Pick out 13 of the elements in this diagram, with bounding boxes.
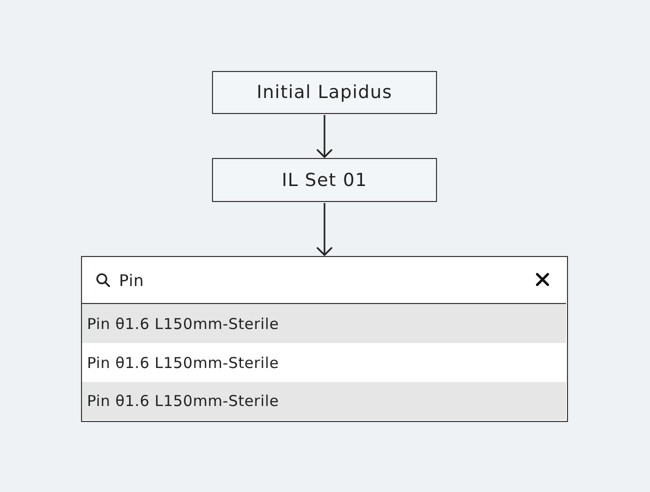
dropdown-panel <box>81 256 568 422</box>
arrow <box>316 203 332 256</box>
item-text: Pin θ1.6 L150mm-Sterile <box>87 392 279 410</box>
node-label: IL Set 01 <box>282 170 368 190</box>
process-box <box>212 158 437 202</box>
arrow <box>316 115 332 158</box>
result-row <box>82 304 566 343</box>
search-query: Pin <box>119 270 144 290</box>
result-row <box>82 382 566 420</box>
node-label: Initial Lapidus <box>256 82 392 103</box>
process-box <box>212 71 437 114</box>
item-text: Pin θ1.6 L150mm-Sterile <box>87 354 279 372</box>
item-text: Pin θ1.6 L150mm-Sterile <box>87 314 279 332</box>
